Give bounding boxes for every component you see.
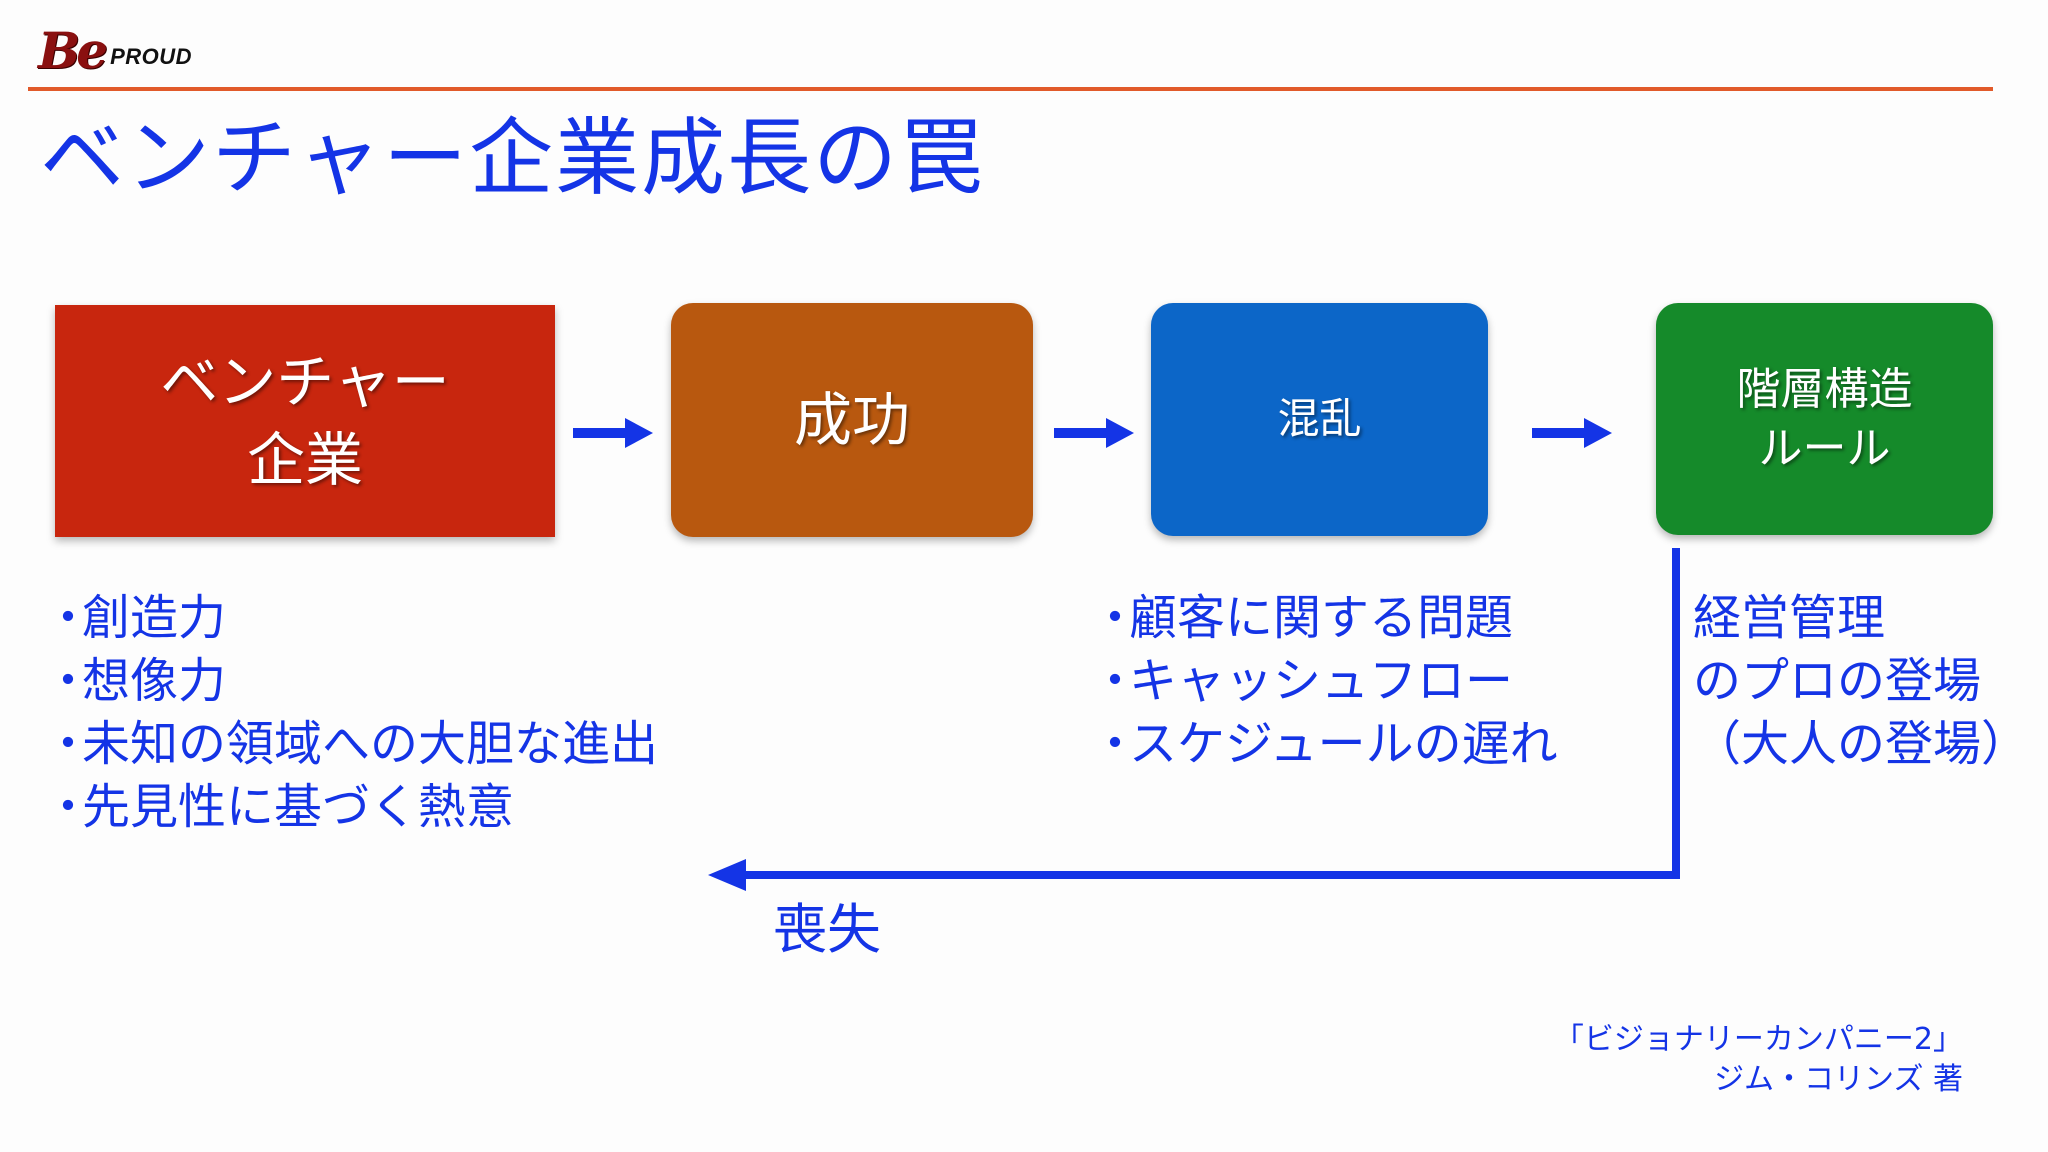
trait-label: 創造力	[82, 590, 227, 646]
loss-label: 喪失	[773, 898, 881, 961]
chaos-box: 混乱	[1151, 303, 1488, 536]
success-box: 成功	[671, 303, 1033, 537]
chaos-issues-list: ・顧客に関する問題 ・キャッシュフロー ・スケジュールの遅れ	[1091, 587, 1558, 776]
arrow-right-icon	[1532, 418, 1612, 448]
header-rule	[28, 87, 1993, 91]
list-item: ・想像力	[44, 650, 658, 713]
citation-author: ジム・コリンズ 著	[1714, 1062, 1963, 1097]
list-item: ・先見性に基づく熱意	[44, 776, 658, 839]
issue-label: スケジュールの遅れ	[1129, 716, 1558, 772]
issue-label: キャッシュフロー	[1129, 653, 1514, 709]
trait-label: 想像力	[82, 653, 227, 709]
venture-box: ベンチャー 企業	[55, 305, 555, 537]
citation-book: 「ビジョナリーカンパニー2」	[1553, 1022, 1963, 1057]
slide-title: ベンチャー企業成長の罠	[40, 109, 986, 207]
trait-label: 先見性に基づく熱意	[82, 779, 515, 835]
trait-label: 未知の領域への大胆な進出	[82, 716, 659, 772]
arrow-right-icon	[573, 418, 653, 448]
arrow-right-icon	[1054, 418, 1134, 448]
list-item: ・未知の領域への大胆な進出	[44, 713, 658, 776]
issue-label: 顧客に関する問題	[1129, 590, 1514, 646]
management-note: 経営管理 のプロの登場 （大人の登場）	[1693, 590, 2030, 772]
list-item: ・顧客に関する問題	[1091, 587, 1558, 650]
citation: 「ビジョナリーカンパニー2」 ジム・コリンズ 著	[1554, 1020, 1963, 1100]
list-item: ・創造力	[44, 587, 658, 650]
logo-mark: Be	[38, 21, 108, 80]
list-item: ・キャッシュフロー	[1091, 650, 1558, 713]
venture-traits-list: ・創造力 ・想像力 ・未知の領域への大胆な進出 ・先見性に基づく熱意	[44, 587, 658, 839]
beproud-logo: Be PROUD	[38, 26, 192, 76]
bureaucracy-box: 階層構造 ルール	[1656, 303, 1993, 535]
list-item: ・スケジュールの遅れ	[1091, 713, 1558, 776]
logo-wordmark: PROUD	[110, 44, 193, 69]
